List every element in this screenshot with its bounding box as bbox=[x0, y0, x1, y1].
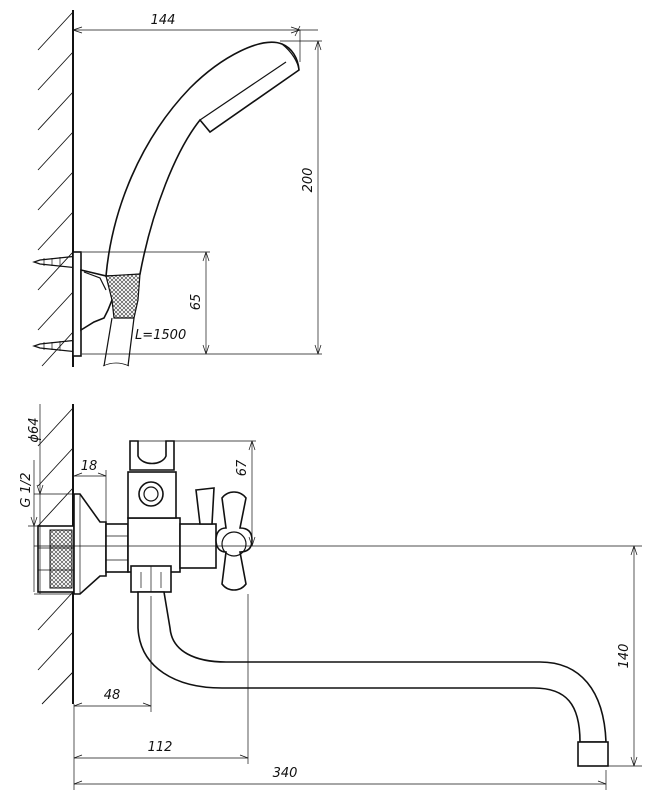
shower-cradle bbox=[129, 440, 175, 471]
hose-connector bbox=[105, 273, 141, 319]
dim-200: 200 bbox=[280, 40, 322, 355]
dim-112: 112 bbox=[73, 594, 249, 764]
dim-112-label: 112 bbox=[148, 740, 173, 755]
dim-144-label: 144 bbox=[151, 13, 176, 28]
dim-48: 48 bbox=[73, 596, 152, 712]
wall-flange bbox=[73, 493, 107, 595]
mixer-body bbox=[105, 517, 217, 593]
dim-200-label: 200 bbox=[301, 168, 316, 193]
diverter-lever bbox=[195, 487, 215, 525]
dim-144: 144 bbox=[72, 13, 318, 62]
spout bbox=[137, 591, 607, 743]
dim-340-label: 340 bbox=[273, 766, 298, 781]
wall-top bbox=[37, 10, 74, 367]
threaded-inlet bbox=[37, 525, 75, 593]
diverter-knob bbox=[127, 471, 177, 519]
shower-view: 144 200 65 L=1500 bbox=[32, 10, 322, 367]
dim-thread: G 1/2 bbox=[19, 460, 74, 592]
dim-140-label: 140 bbox=[617, 644, 632, 669]
cross-handle bbox=[215, 491, 253, 591]
dim-67-label: 67 bbox=[235, 459, 250, 476]
hose-length-label: L=1500 bbox=[135, 328, 186, 343]
dim-18: 18 bbox=[73, 459, 107, 522]
dim-18-label: 18 bbox=[81, 459, 98, 474]
shower-hose bbox=[102, 317, 135, 367]
dim-340: 340 bbox=[73, 704, 607, 790]
dim-65-label: 65 bbox=[189, 294, 204, 311]
dim-65: 65 bbox=[82, 251, 322, 355]
mixer-view: ϕ64 G 1/2 18 67 bbox=[19, 404, 642, 790]
dim-d64: ϕ64 bbox=[27, 404, 74, 595]
dim-48-label: 48 bbox=[104, 688, 121, 703]
shower-handset bbox=[105, 41, 300, 277]
dim-140: 140 bbox=[608, 545, 642, 767]
dim-thread-label: G 1/2 bbox=[19, 472, 34, 507]
dim-67: 67 bbox=[132, 440, 256, 547]
aerator bbox=[577, 741, 609, 767]
dim-d64-label: ϕ64 bbox=[27, 417, 42, 442]
